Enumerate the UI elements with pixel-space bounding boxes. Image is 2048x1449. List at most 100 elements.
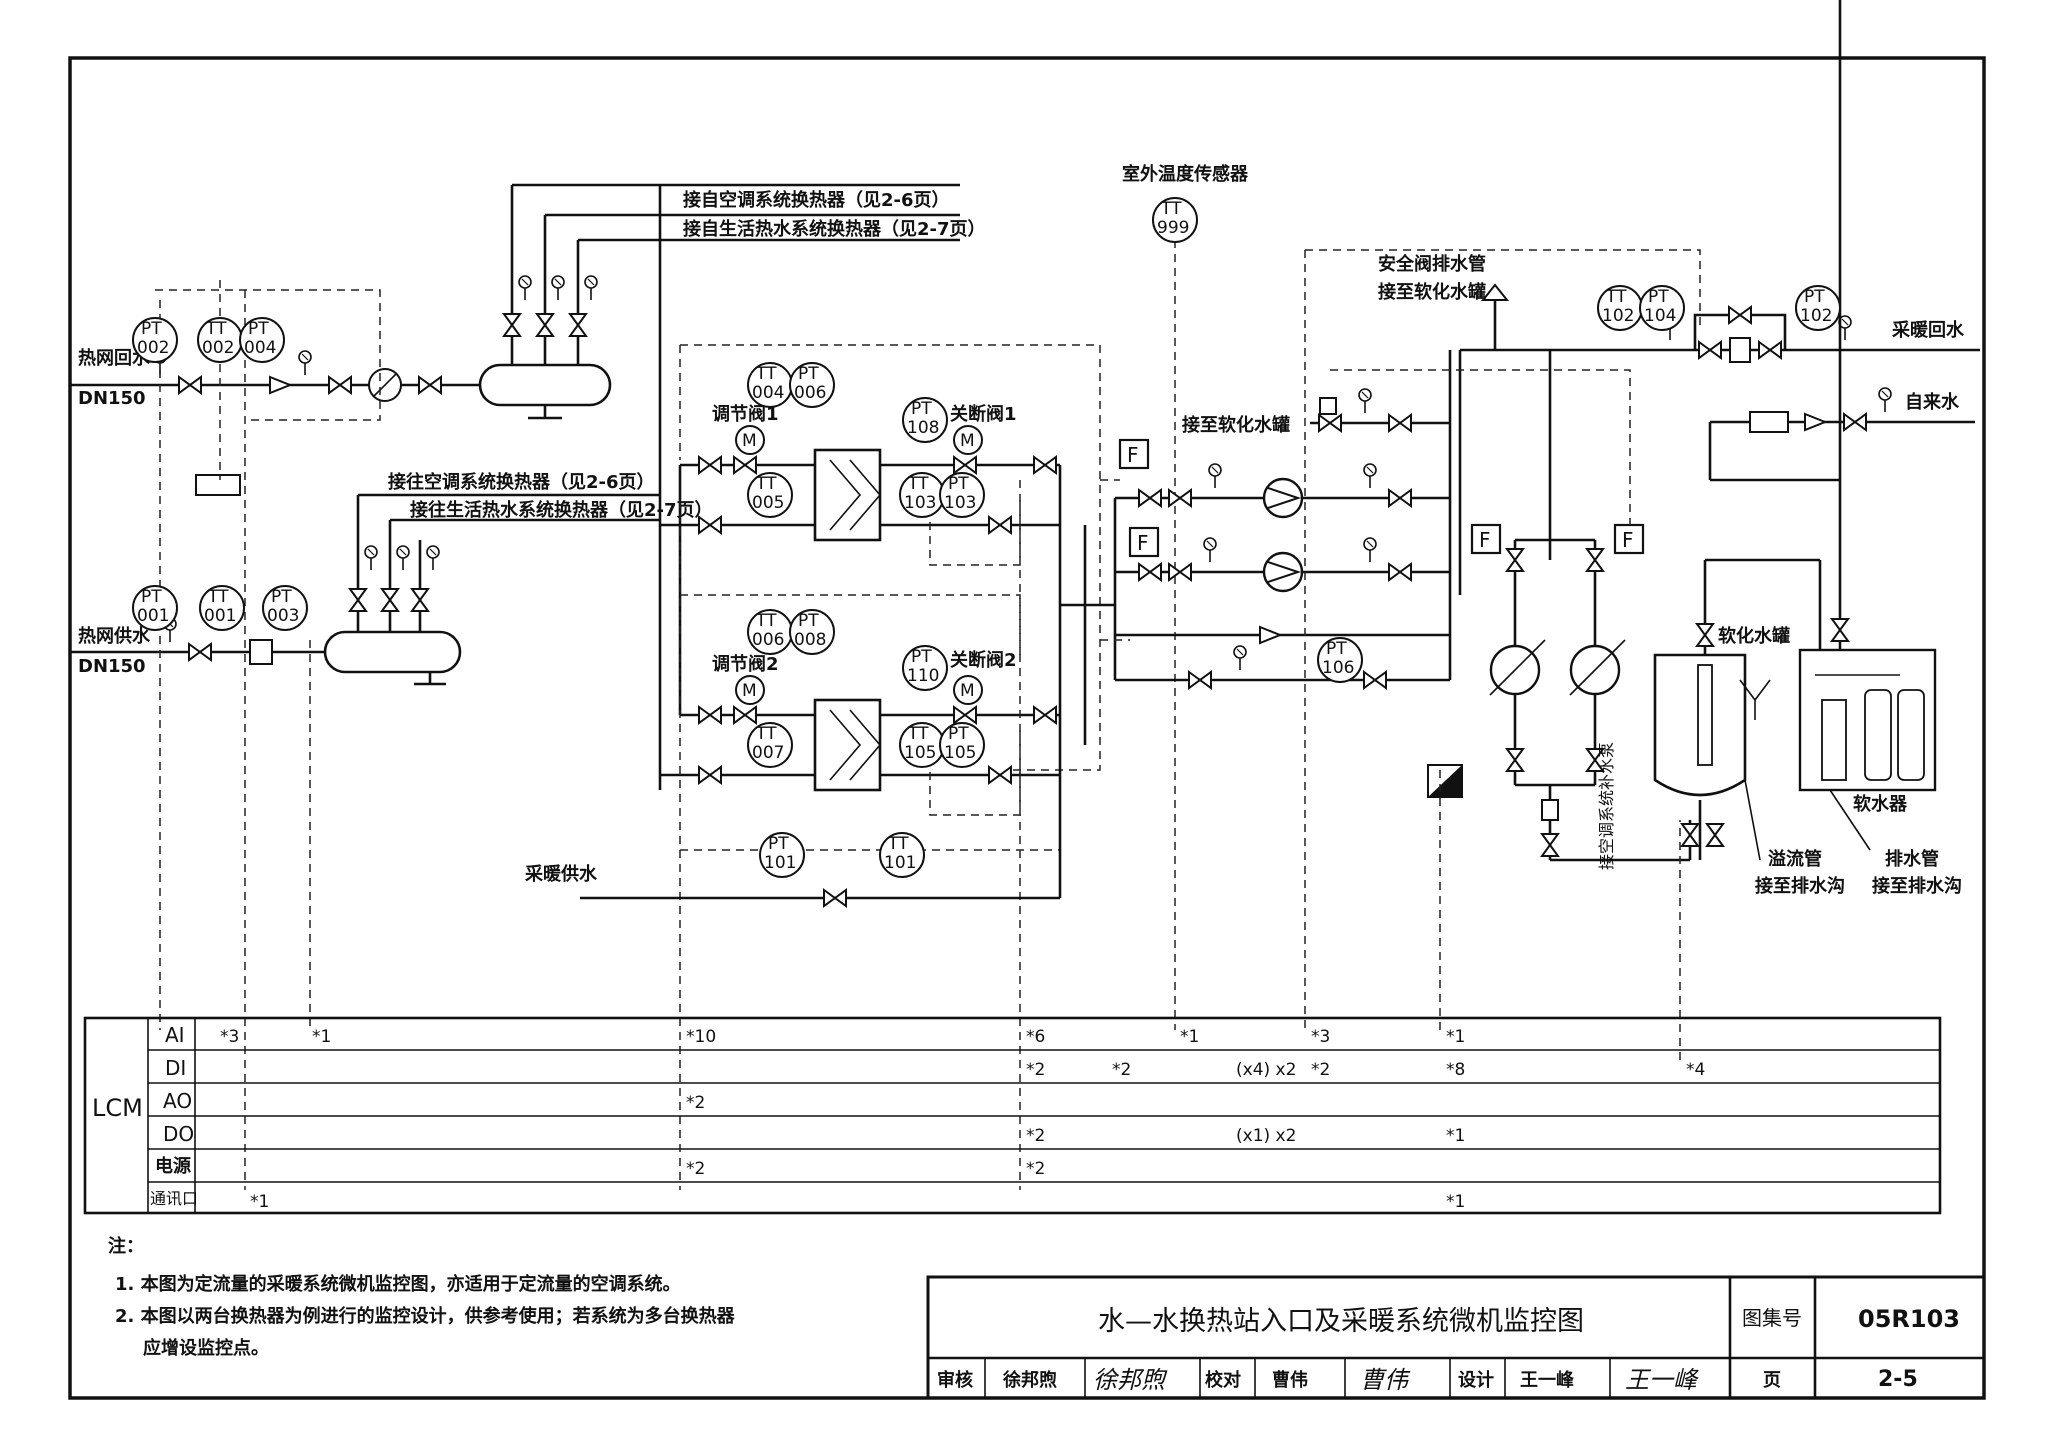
svg-text:003: 003: [267, 606, 299, 626]
svg-text:PT: PT: [1326, 639, 1347, 659]
svg-text:TT: TT: [755, 611, 777, 631]
svg-text:102: 102: [1602, 306, 1634, 326]
label-dn-return: DN150: [78, 388, 146, 409]
review-label: 审核: [937, 1369, 973, 1391]
do-point: (x1) x2: [1236, 1126, 1296, 1146]
return-water-section: [70, 183, 960, 420]
lcm-row-di: DI: [165, 1056, 186, 1080]
svg-text:PT: PT: [1648, 287, 1669, 307]
reviewer-signature: 徐邦煦: [1093, 1366, 1168, 1394]
flow-switch-4-label: F: [1622, 528, 1634, 552]
atlas-label: 图集号: [1742, 1306, 1802, 1330]
svg-text:PT: PT: [248, 319, 269, 339]
svg-text:006: 006: [752, 630, 784, 650]
circulation-pumps: [1113, 350, 1452, 689]
label-shutoff-valve-1: 关断阀1: [950, 403, 1017, 425]
note-line: 应增设监控点。: [143, 1337, 269, 1359]
motor-label-4: M: [960, 681, 975, 701]
label-softener: 软水器: [1853, 793, 1908, 815]
lcm-table: [83, 1016, 1942, 1215]
svg-text:TT: TT: [1160, 199, 1182, 219]
di-point: (x4) x2: [1236, 1060, 1296, 1080]
ai-point: *10: [686, 1027, 716, 1047]
svg-text:TT: TT: [887, 834, 909, 854]
di-point: *4: [1686, 1060, 1705, 1080]
flow-switch-2-label: F: [1137, 531, 1149, 555]
softwater-tank: [1653, 558, 1822, 860]
ao-point: *2: [686, 1093, 705, 1113]
ai-point: *1: [312, 1027, 331, 1047]
svg-text:PT: PT: [768, 834, 789, 854]
svg-text:TT: TT: [755, 724, 777, 744]
designer-name: 王一峰: [1520, 1369, 1575, 1391]
label-network-return: 热网回水: [78, 347, 151, 369]
svg-text:PT: PT: [271, 587, 292, 607]
label-to-dhw-exchanger: 接往生活热水系统换热器（见2-7页）: [410, 499, 713, 521]
svg-text:002: 002: [202, 338, 234, 358]
atlas-number: 05R103: [1858, 1305, 1960, 1333]
label-drain-pipe: 排水管: [1885, 848, 1939, 870]
ai-point: *1: [1180, 1027, 1199, 1047]
label-to-ac-exchanger: 接往空调系统换热器（见2-6页）: [388, 471, 655, 493]
svg-text:PT: PT: [948, 474, 969, 494]
reviewer-name: 徐邦煦: [1002, 1369, 1057, 1391]
ai-point: *3: [220, 1027, 239, 1047]
svg-text:103: 103: [904, 493, 936, 513]
lcm-row-power: 电源: [155, 1155, 191, 1177]
power-point: *2: [1026, 1159, 1045, 1179]
flow-switch-3-label: F: [1479, 528, 1491, 552]
design-label: 设计: [1458, 1369, 1494, 1391]
makeup-water-line: [1310, 388, 1450, 432]
svg-text:TT: TT: [1605, 287, 1627, 307]
lcm-title: LCM: [92, 1094, 143, 1122]
svg-text:108: 108: [907, 418, 939, 438]
svg-text:PT: PT: [1804, 287, 1825, 307]
flow-switches: F F F F: [1118, 438, 1645, 558]
motor-reg-valve-1: [735, 425, 765, 455]
svg-text:106: 106: [1322, 658, 1354, 678]
label-dn-supply: DN150: [78, 656, 146, 677]
svg-text:TT: TT: [207, 587, 229, 607]
supply-header-vessel: [323, 630, 462, 674]
page-number: 2-5: [1878, 1367, 1918, 1392]
svg-text:TT: TT: [205, 319, 227, 339]
label-overflow-drain: 接至排水沟: [1755, 875, 1845, 897]
lcm-row-ao: AO: [163, 1089, 192, 1113]
return-header-vessel: [478, 363, 612, 407]
motor-shutoff-1: [953, 425, 983, 455]
svg-text:004: 004: [752, 383, 784, 403]
lcm-row-comm: 通讯口: [150, 1189, 198, 1208]
svg-text:TT: TT: [755, 474, 777, 494]
checker-signature: 曹伟: [1360, 1366, 1411, 1394]
svg-text:001: 001: [137, 606, 169, 626]
ai-point: *6: [1026, 1027, 1045, 1047]
svg-text:103: 103: [944, 493, 976, 513]
svg-text:101: 101: [764, 853, 796, 873]
svg-text:PT: PT: [141, 319, 162, 339]
label-from-dhw-exchanger: 接自生活热水系统换热器（见2-7页）: [683, 218, 986, 240]
label-softwater-tank: 软化水罐: [1718, 625, 1790, 647]
label-network-supply: 热网供水: [78, 625, 151, 647]
label-heating-supply: 采暖供水: [524, 863, 598, 885]
svg-text:105: 105: [904, 743, 936, 763]
label-reg-valve-2: 调节阀2: [712, 653, 779, 675]
page-label: 页: [1763, 1370, 1781, 1391]
heat-exchanger-2: [813, 698, 882, 792]
